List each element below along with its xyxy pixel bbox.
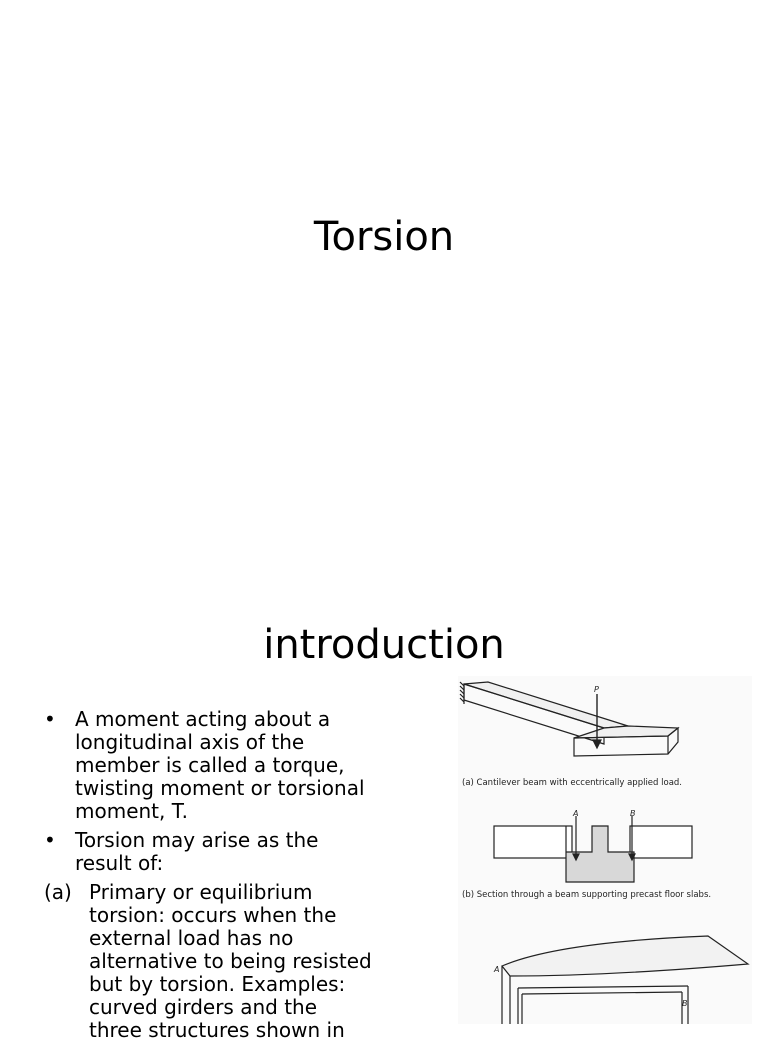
torsion-figure: P A B A B (a) Cantilever beam with <box>458 676 752 1024</box>
point-label-b: B <box>630 809 636 818</box>
sub-item-marker: (a) <box>44 880 72 904</box>
bullet-dot-icon: • <box>44 828 56 852</box>
load-label-p: P <box>594 685 599 694</box>
point-label-a: A <box>572 809 578 818</box>
bullet-text: A moment acting about a longitudinal axi… <box>75 707 365 823</box>
bullet-list: • A moment acting about a longitudinal a… <box>44 708 374 1042</box>
frame-structure-diagram <box>501 935 750 1024</box>
bullet-item: • Torsion may arise as the result of: <box>44 829 374 875</box>
sub-item-text: Primary or equilibrium torsion: occurs w… <box>89 880 372 1042</box>
cantilever-beam-diagram <box>459 681 680 757</box>
title-slide: Torsion <box>313 214 455 260</box>
bullet-dot-icon: • <box>44 707 56 731</box>
beam-section-diagram <box>493 816 693 883</box>
bullet-text: Torsion may arise as the result of: <box>75 828 319 875</box>
point-label-a: A <box>493 965 499 974</box>
slide-title: Torsion <box>313 214 455 260</box>
figure-caption-a: (a) Cantilever beam with eccentrically a… <box>462 778 683 788</box>
section-title: introduction <box>263 622 505 668</box>
sub-list-item: (a) Primary or equilibrium torsion: occu… <box>44 881 374 1042</box>
structural-diagrams: P A B A B <box>459 681 750 1024</box>
figure-caption-b: (b) Section through a beam supporting pr… <box>462 890 712 900</box>
point-label-b: B <box>682 999 688 1008</box>
bullet-item: • A moment acting about a longitudinal a… <box>44 708 374 823</box>
